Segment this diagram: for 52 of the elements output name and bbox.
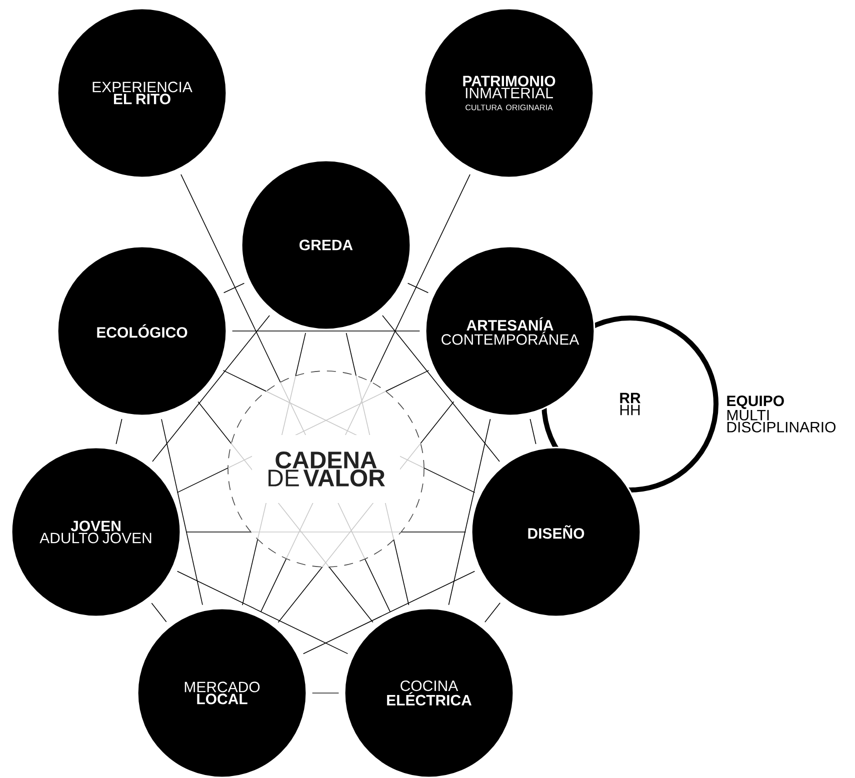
connector-line [116,418,122,444]
connector-line [382,315,500,462]
circle-node [136,608,308,778]
node-label: ELÉCTRICA [387,692,472,706]
connector-line [346,332,410,606]
node-label: EXPERIENCIA [92,82,192,92]
connector-line [161,418,203,606]
connector-line [407,282,429,294]
node-label: CONTEMPORÁNEA [442,332,580,345]
center-label: CADENA DE VALOR [268,452,385,486]
circle-node [10,446,182,618]
circle-node [470,446,642,618]
connector-line [278,401,454,623]
node-label: PATRIMONIO [463,76,556,86]
circle-node [56,8,228,178]
circle-node [344,608,514,778]
node-label: EL RITO [114,94,170,104]
connector-line [180,174,390,612]
connector-line [242,332,306,606]
connector-line [223,282,245,294]
node-label: DISEÑO [528,525,584,539]
circle-node [240,160,412,330]
node-label: ADULTO JOVEN [40,532,152,544]
connector-line [530,418,536,444]
node-label: RR [620,392,641,404]
connector-line [260,174,470,612]
circle-node [424,8,594,178]
node-label: ECOLÓGICO [97,324,188,338]
connector-line [312,692,340,694]
node-label: JOVEN [70,520,120,532]
circle-node [56,246,228,416]
connector-line [484,602,500,622]
side-label: EQUIPO [727,396,784,409]
node-label: COCINA [400,680,458,692]
connector-line [176,570,348,654]
connector-line [198,401,374,623]
node-label: INMATERIAL [466,88,553,98]
node-label: GREDA [300,240,353,250]
circle-node [424,246,596,416]
connector-line [151,602,167,622]
node-label: ARTESANÍA [466,317,554,331]
connector-line [152,315,270,462]
connector-line [448,418,491,606]
connector-line [222,370,476,493]
node-label: HH [620,404,640,416]
node-label: CULTURA ORIGINARIA [466,104,553,110]
connector-line [176,370,430,493]
connector-line [232,330,420,332]
node-label: LOCAL [197,694,248,704]
side-label: MULTI DISCIPLINARIO [727,410,836,432]
node-label: MERCADO [184,682,260,692]
connector-line [302,570,476,654]
